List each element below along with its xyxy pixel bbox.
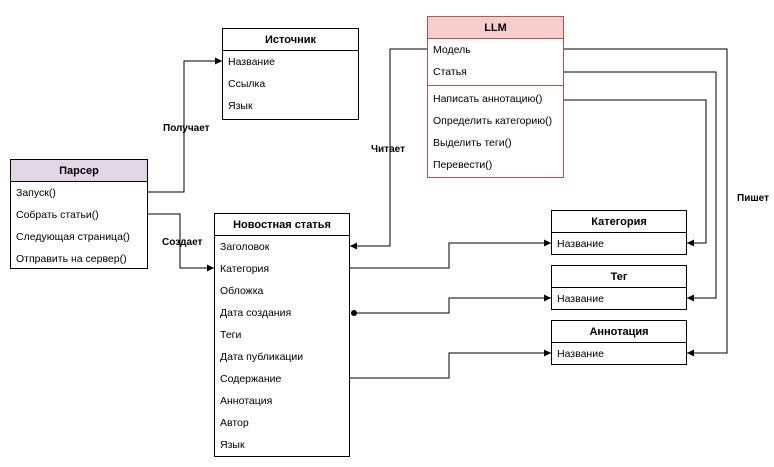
label-creates: Создает xyxy=(162,237,203,248)
field-link: Ссылка xyxy=(228,78,266,90)
field-name: Название xyxy=(228,56,275,68)
edge-parser-source xyxy=(148,57,222,193)
field-language: Язык xyxy=(220,439,245,451)
field-cover: Обложка xyxy=(220,285,264,297)
class-annotation: Аннотация Название xyxy=(551,320,687,365)
class-parser: Парсер Запуск() Собрать статьи() Следующ… xyxy=(10,159,148,269)
method-next-page: Следующая страница() xyxy=(16,231,130,243)
field-tags: Теги xyxy=(220,329,242,341)
class-news-article-title: Новостная статья xyxy=(215,214,349,236)
field-content: Содержание xyxy=(220,373,282,385)
class-category-title: Категория xyxy=(552,211,686,233)
aggregation-dot xyxy=(351,310,357,316)
method-send-to-server: Отправить на сервер() xyxy=(16,253,127,265)
class-annotation-title: Аннотация xyxy=(552,321,686,343)
label-writes: Пишет xyxy=(737,193,769,204)
method-write-annotation: Написать аннотацию() xyxy=(433,93,543,105)
method-collect-articles: Собрать статьи() xyxy=(16,209,99,221)
class-news-article: Новостная статья Заголовок Категория Обл… xyxy=(214,213,350,457)
field-annotation: Аннотация xyxy=(220,395,273,407)
method-translate: Перевести() xyxy=(433,159,493,171)
class-parser-title: Парсер xyxy=(11,160,147,182)
class-llm-title: LLM xyxy=(428,17,563,39)
field-category: Категория xyxy=(220,263,270,275)
class-tag: Тег Название xyxy=(551,265,687,310)
edge-llm-category xyxy=(564,99,707,247)
class-source-title: Источник xyxy=(223,29,358,51)
field-article: Статья xyxy=(433,66,467,78)
field-name: Название xyxy=(557,238,604,250)
edge-llm-article xyxy=(350,48,428,250)
field-language: Язык xyxy=(228,100,253,112)
edge-article-category xyxy=(350,239,551,269)
label-reads: Читает xyxy=(371,144,405,155)
class-category: Категория Название xyxy=(551,210,687,255)
field-name: Название xyxy=(557,348,604,360)
method-define-category: Определить категорию() xyxy=(433,115,553,127)
field-model: Модель xyxy=(433,44,471,56)
field-headline: Заголовок xyxy=(220,241,270,253)
llm-separator xyxy=(428,85,563,86)
method-start: Запуск() xyxy=(16,187,56,199)
edge-article-tag xyxy=(354,294,551,314)
field-name: Название xyxy=(557,293,604,305)
edge-parser-article xyxy=(148,213,214,272)
edge-llm-tag xyxy=(564,71,717,302)
edge-article-annotation xyxy=(350,349,551,379)
field-author: Автор xyxy=(220,417,249,429)
method-extract-tags: Выделить теги() xyxy=(433,137,512,149)
class-llm: LLM Модель Статья Написать аннотацию() О… xyxy=(427,16,564,178)
class-tag-title: Тег xyxy=(552,266,686,288)
field-created-date: Дата создания xyxy=(220,307,292,319)
class-source: Источник Название Ссылка Язык xyxy=(222,28,359,120)
label-gets: Получает xyxy=(163,123,210,134)
edge-llm-annotation xyxy=(564,48,728,357)
field-published-date: Дата публикации xyxy=(220,351,304,363)
